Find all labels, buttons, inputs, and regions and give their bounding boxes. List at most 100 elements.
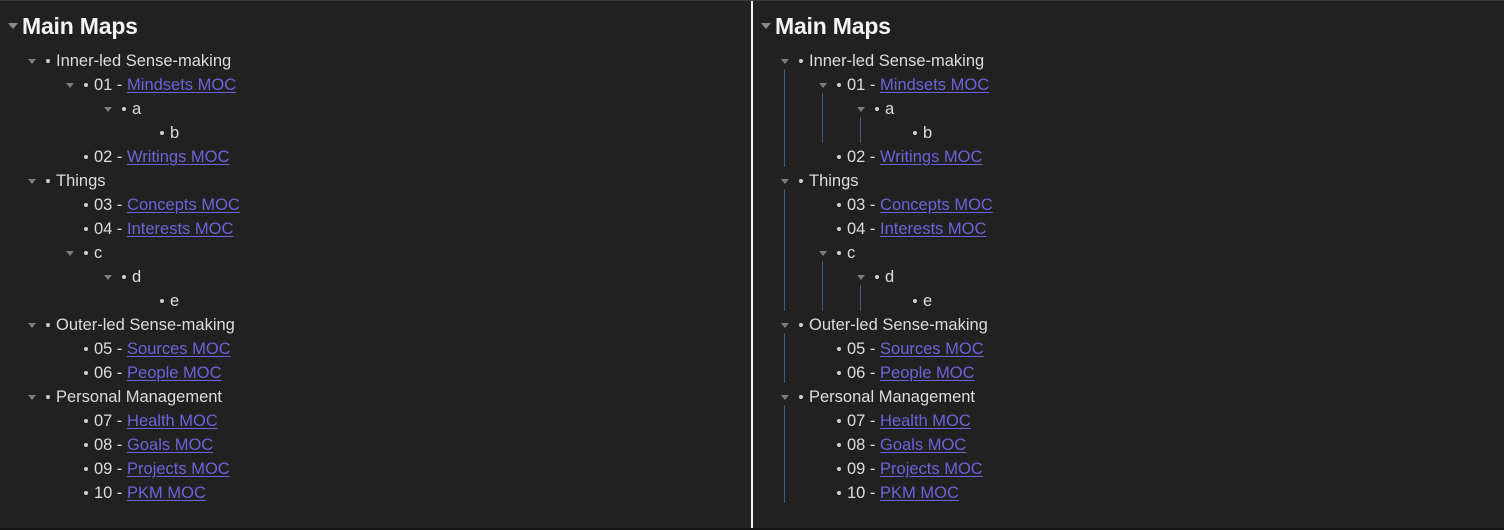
tree-item-label: 06 - People MOC xyxy=(94,361,222,385)
tree-item[interactable]: Inner-led Sense-making xyxy=(753,49,1504,73)
tree-item[interactable]: 06 - People MOC xyxy=(753,361,1504,385)
tree-item[interactable]: 08 - Goals MOC xyxy=(0,433,751,457)
tree-item[interactable]: 02 - Writings MOC xyxy=(753,145,1504,169)
chevron-down-icon[interactable] xyxy=(777,58,793,64)
tree-item[interactable]: Things xyxy=(753,169,1504,193)
tree-item-number: 10 - xyxy=(94,484,128,502)
tree-item[interactable]: Personal Management xyxy=(0,385,751,409)
chevron-down-icon[interactable] xyxy=(853,106,869,112)
tree-item[interactable]: 04 - Interests MOC xyxy=(0,217,751,241)
tree-item-number: 07 - xyxy=(847,412,881,430)
tree-item-link[interactable]: Goals MOC xyxy=(127,436,214,454)
tree-item[interactable]: 05 - Sources MOC xyxy=(753,337,1504,361)
tree-item[interactable]: d xyxy=(753,265,1504,289)
tree-item[interactable]: 09 - Projects MOC xyxy=(0,457,751,481)
tree-item[interactable]: Inner-led Sense-making xyxy=(0,49,751,73)
tree-item[interactable]: c xyxy=(753,241,1504,265)
tree-item[interactable]: 07 - Health MOC xyxy=(0,409,751,433)
chevron-down-icon[interactable] xyxy=(853,274,869,280)
tree-item-link[interactable]: Sources MOC xyxy=(127,340,231,358)
left-panel-heading[interactable]: Main Maps xyxy=(0,9,751,43)
tree-item[interactable]: 07 - Health MOC xyxy=(753,409,1504,433)
tree-item[interactable]: b xyxy=(0,121,751,145)
tree-item[interactable]: 05 - Sources MOC xyxy=(0,337,751,361)
tree-item-number: 09 - xyxy=(94,460,128,478)
tree-item[interactable]: 08 - Goals MOC xyxy=(753,433,1504,457)
tree-item[interactable]: Outer-led Sense-making xyxy=(753,313,1504,337)
chevron-down-icon[interactable] xyxy=(777,322,793,328)
tree-item-label: 07 - Health MOC xyxy=(847,409,971,433)
bullet-icon xyxy=(831,371,847,375)
chevron-down-icon[interactable] xyxy=(815,82,831,88)
chevron-down-icon[interactable] xyxy=(815,250,831,256)
tree-item-link[interactable]: Interests MOC xyxy=(880,220,987,238)
chevron-down-icon[interactable] xyxy=(100,106,116,112)
tree-item[interactable]: d xyxy=(0,265,751,289)
tree-item-number: 02 - xyxy=(847,148,881,166)
chevron-down-icon[interactable] xyxy=(62,82,78,88)
panel-divider xyxy=(751,1,753,528)
tree-item-link[interactable]: Writings MOC xyxy=(880,148,983,166)
tree-item-link[interactable]: Concepts MOC xyxy=(880,196,993,214)
tree-item[interactable]: 10 - PKM MOC xyxy=(0,481,751,505)
tree-item[interactable]: 06 - People MOC xyxy=(0,361,751,385)
tree-item-link[interactable]: People MOC xyxy=(880,364,975,382)
tree-item[interactable]: 01 - Mindsets MOC xyxy=(753,73,1504,97)
bullet-icon xyxy=(78,203,94,207)
bullet-icon xyxy=(831,347,847,351)
tree-item-link[interactable]: Mindsets MOC xyxy=(127,76,237,94)
tree-item-link[interactable]: PKM MOC xyxy=(127,484,206,502)
chevron-down-icon[interactable] xyxy=(100,274,116,280)
chevron-down-icon[interactable] xyxy=(24,178,40,184)
chevron-down-icon[interactable] xyxy=(757,23,775,29)
chevron-down-icon[interactable] xyxy=(24,58,40,64)
tree-item-link[interactable]: Sources MOC xyxy=(880,340,984,358)
tree-item-link[interactable]: Health MOC xyxy=(127,412,218,430)
right-panel-heading[interactable]: Main Maps xyxy=(753,9,1504,43)
tree-item[interactable]: a xyxy=(0,97,751,121)
tree-item[interactable]: e xyxy=(0,289,751,313)
tree-item-label: d xyxy=(885,265,894,289)
tree-item-link[interactable]: Projects MOC xyxy=(880,460,983,478)
tree-item[interactable]: 03 - Concepts MOC xyxy=(0,193,751,217)
tree-item-link[interactable]: Health MOC xyxy=(880,412,971,430)
chevron-down-icon[interactable] xyxy=(777,178,793,184)
tree-item-text: b xyxy=(923,124,933,142)
tree-item-link[interactable]: PKM MOC xyxy=(880,484,959,502)
bullet-icon xyxy=(78,491,94,495)
tree-item-link[interactable]: People MOC xyxy=(127,364,222,382)
tree-item-number: 04 - xyxy=(94,220,128,238)
tree-item[interactable]: 09 - Projects MOC xyxy=(753,457,1504,481)
bullet-icon xyxy=(154,299,170,303)
tree-item[interactable]: 03 - Concepts MOC xyxy=(753,193,1504,217)
tree-item-link[interactable]: Mindsets MOC xyxy=(880,76,990,94)
tree-item[interactable]: b xyxy=(753,121,1504,145)
chevron-down-icon[interactable] xyxy=(4,23,22,29)
tree-item-number: 08 - xyxy=(94,436,128,454)
chevron-down-icon[interactable] xyxy=(777,394,793,400)
tree-item-text: Outer-led Sense-making xyxy=(56,316,235,334)
tree-item[interactable]: Outer-led Sense-making xyxy=(0,313,751,337)
tree-item-label: 02 - Writings MOC xyxy=(847,145,982,169)
tree-item[interactable]: 04 - Interests MOC xyxy=(753,217,1504,241)
tree-item[interactable]: a xyxy=(753,97,1504,121)
tree-item-label: Things xyxy=(809,169,859,193)
tree-item[interactable]: c xyxy=(0,241,751,265)
tree-item[interactable]: 01 - Mindsets MOC xyxy=(0,73,751,97)
tree-item[interactable]: e xyxy=(753,289,1504,313)
chevron-down-icon[interactable] xyxy=(62,250,78,256)
bullet-icon xyxy=(78,443,94,447)
tree-item[interactable]: 02 - Writings MOC xyxy=(0,145,751,169)
tree-item[interactable]: 10 - PKM MOC xyxy=(753,481,1504,505)
tree-item-link[interactable]: Goals MOC xyxy=(880,436,967,454)
chevron-down-icon[interactable] xyxy=(24,322,40,328)
tree-item-link[interactable]: Writings MOC xyxy=(127,148,230,166)
tree-item-link[interactable]: Interests MOC xyxy=(127,220,234,238)
tree-item[interactable]: Things xyxy=(0,169,751,193)
chevron-down-icon[interactable] xyxy=(24,394,40,400)
tree-item-link[interactable]: Concepts MOC xyxy=(127,196,240,214)
tree-item-label: 06 - People MOC xyxy=(847,361,975,385)
tree-item-link[interactable]: Projects MOC xyxy=(127,460,230,478)
tree-item[interactable]: Personal Management xyxy=(753,385,1504,409)
tree-item-label: 01 - Mindsets MOC xyxy=(847,73,989,97)
